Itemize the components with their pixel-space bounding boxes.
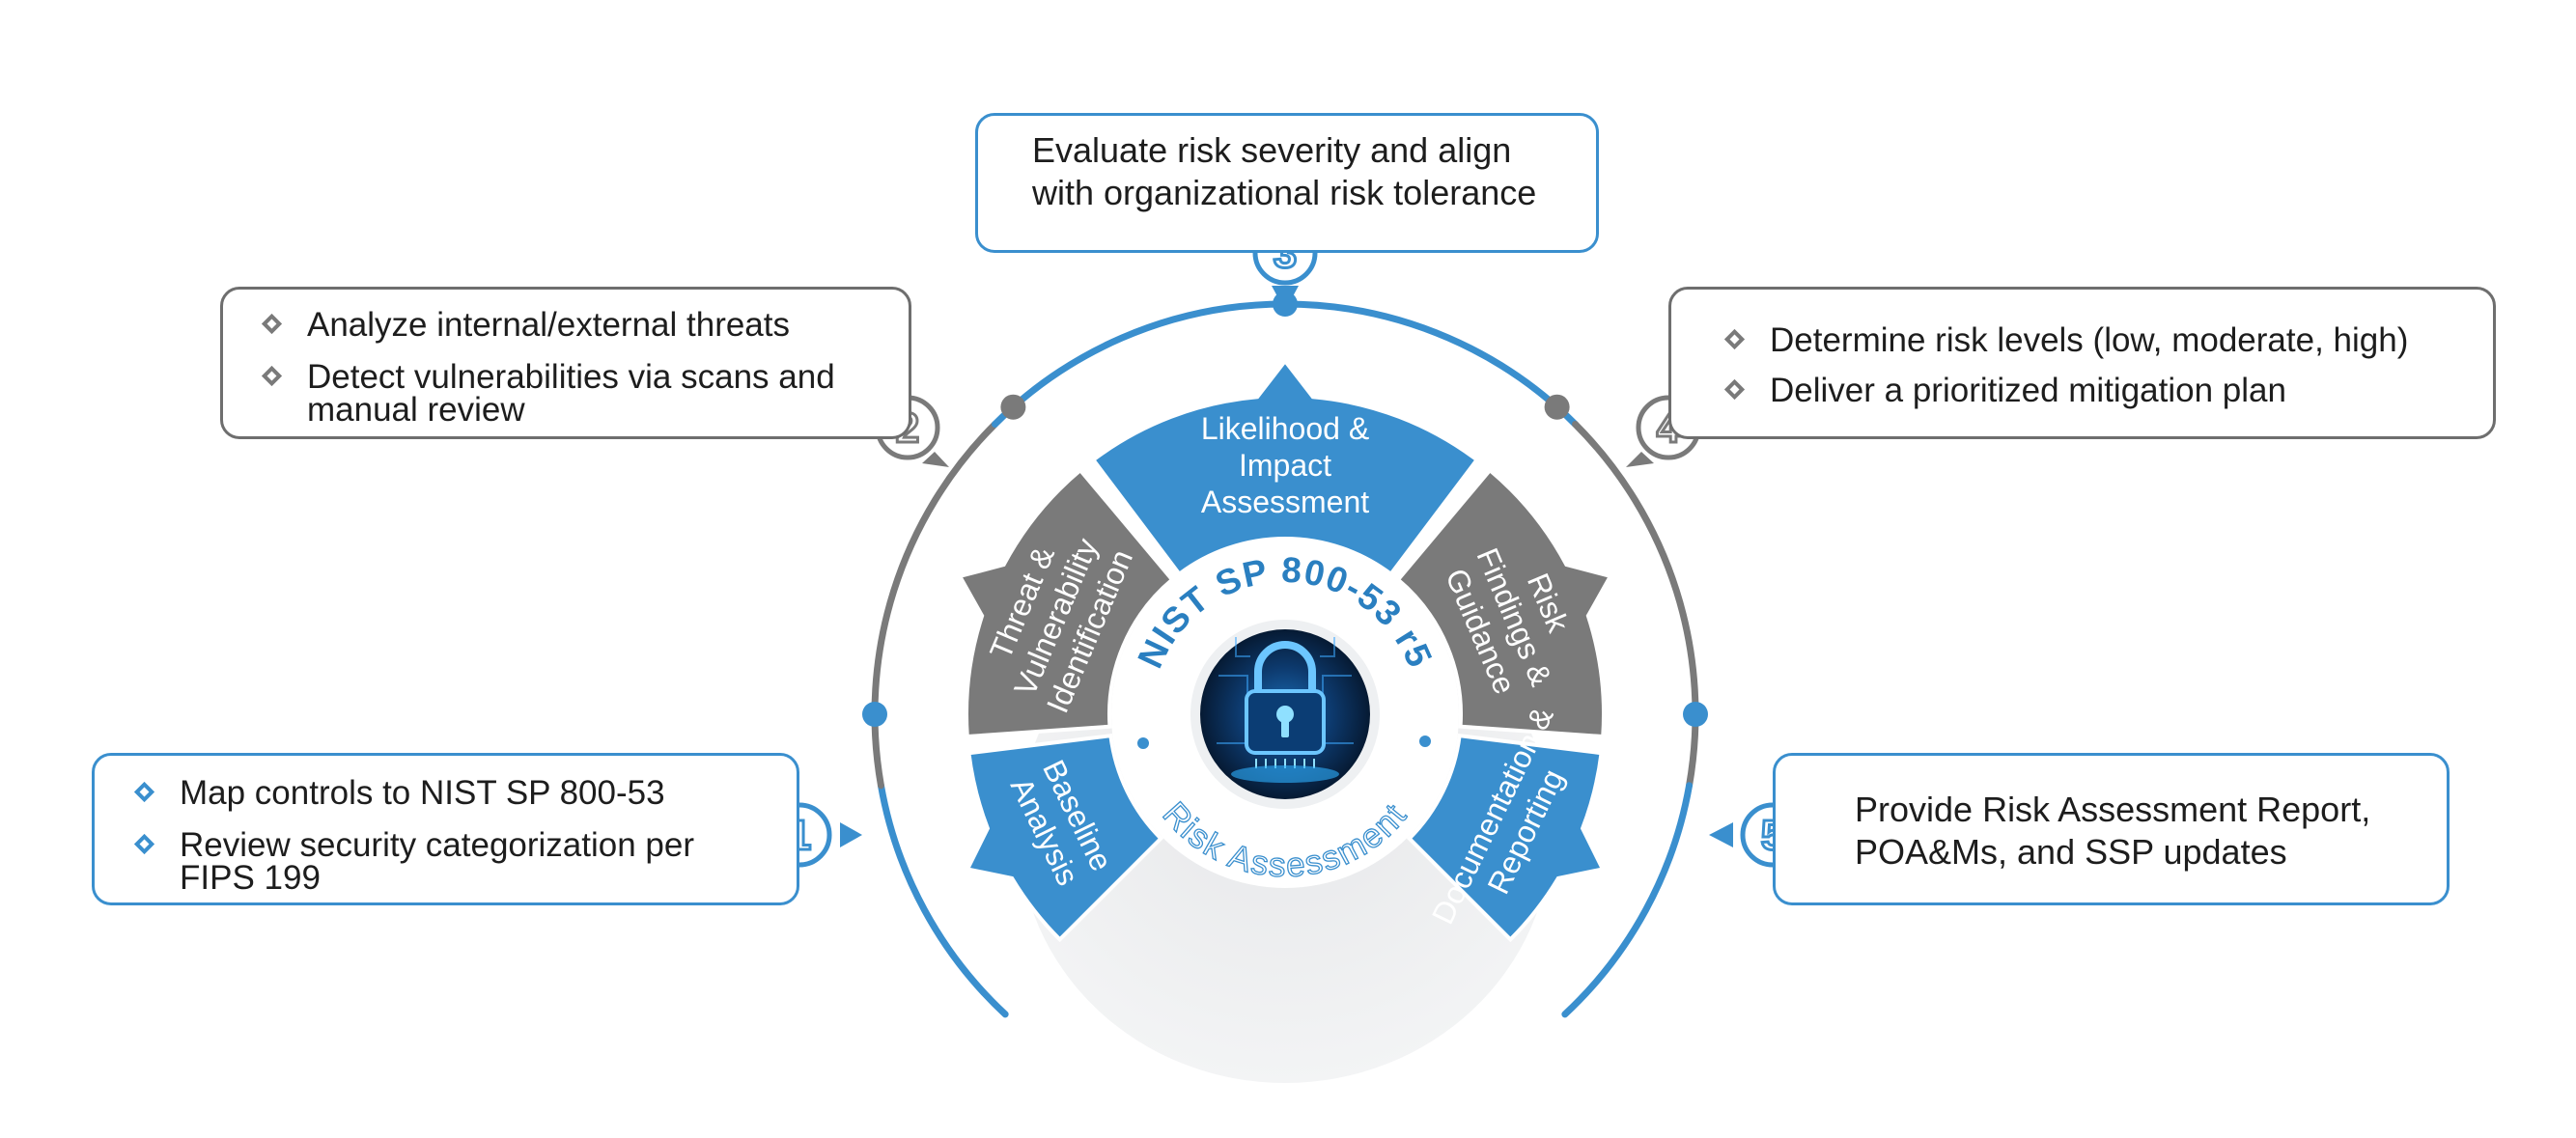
badge-pointer — [922, 452, 949, 467]
ring-marker — [1683, 702, 1708, 727]
list-item: Review security categorization per FIPS … — [129, 828, 771, 895]
badge-pointer — [1626, 452, 1654, 467]
callout-step-2: Analyze internal/external threats Detect… — [220, 287, 911, 439]
center-dot-left — [1137, 737, 1149, 749]
list-item: Analyze internal/external threats — [257, 308, 880, 342]
segment-threat — [957, 467, 1175, 739]
callout-step-4: Determine risk levels (low, moderate, hi… — [1668, 287, 2496, 439]
outer-ring-arc — [877, 782, 1009, 1018]
callout-step-1: Map controls to NIST SP 800-53 Review se… — [92, 753, 799, 905]
diamond-bullet-icon — [261, 365, 283, 387]
step-5-text: Provide Risk Assessment Report, POA&Ms, … — [1855, 790, 2371, 872]
list-item: Map controls to NIST SP 800-53 — [129, 776, 771, 810]
badge-pointer — [1272, 286, 1299, 311]
segment-likelihood — [1090, 357, 1480, 577]
outer-ring-arc — [1572, 420, 1699, 790]
step-4-list: Determine risk levels (low, moderate, hi… — [1720, 323, 2474, 407]
segment-baseline — [965, 733, 1164, 943]
ring-marker — [1544, 394, 1570, 420]
segment-documentation — [1406, 733, 1606, 943]
list-item: Deliver a prioritized mitigation plan — [1720, 374, 2474, 407]
diamond-bullet-icon — [261, 313, 283, 335]
callout-step-5: Provide Risk Assessment Report, POA&Ms, … — [1773, 753, 2450, 905]
padlock-circuit-icon — [1200, 629, 1370, 799]
center-dot-right — [1419, 736, 1431, 747]
diamond-bullet-icon — [1723, 378, 1746, 401]
diamond-bullet-icon — [1723, 328, 1746, 350]
callout-step-3: Evaluate risk severity and align with or… — [975, 113, 1599, 253]
diamond-bullet-icon — [133, 833, 155, 855]
outer-ring-arc — [1561, 782, 1694, 1018]
list-item: Detect vulnerabilities via scans and man… — [257, 360, 880, 427]
step-2-list: Analyze internal/external threats Detect… — [257, 308, 880, 427]
badge-pointer — [1709, 822, 1733, 847]
step-1-list: Map controls to NIST SP 800-53 Review se… — [129, 776, 771, 895]
ring-marker — [862, 702, 887, 727]
diamond-bullet-icon — [133, 781, 155, 803]
outer-ring-arc — [871, 420, 998, 790]
step-3-text: Evaluate risk severity and align with or… — [1032, 130, 1537, 212]
badge-pointer — [840, 822, 862, 847]
list-item: Determine risk levels (low, moderate, hi… — [1720, 323, 2474, 357]
ring-marker — [1000, 394, 1026, 420]
segment-findings — [1395, 467, 1613, 739]
